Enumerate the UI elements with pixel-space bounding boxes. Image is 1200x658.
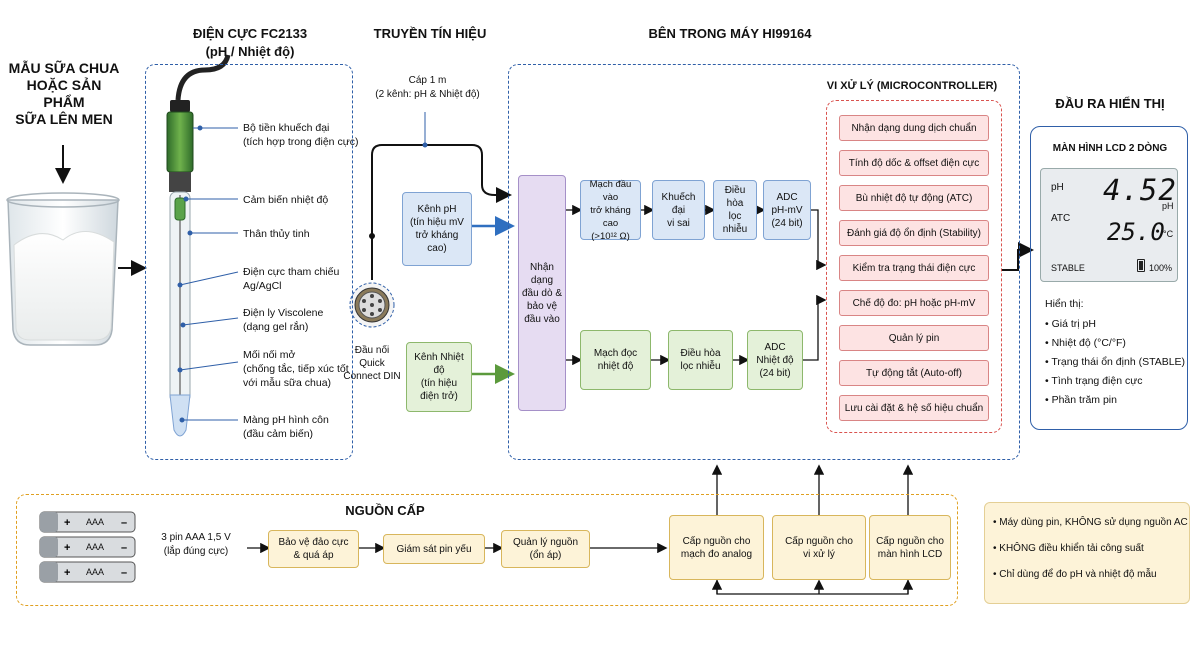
note-item-battery: • Máy dùng pin, KHÔNG sử dụng nguồn AC — [993, 517, 1188, 528]
battery-label-3: AAA — [86, 567, 105, 577]
supply-mcu-box: Cấp nguồn cho vi xử lý — [772, 515, 866, 580]
lcd-battery-percent: 100% — [1149, 263, 1173, 273]
mcu-item-battery-mgmt: Quản lý pin — [839, 325, 989, 351]
ph-adc-box: ADC pH-mV (24 bit) — [763, 180, 811, 240]
din-connector-icon — [349, 282, 395, 328]
power-up-arrows — [711, 464, 914, 595]
display-item-battery-text: Phần trăm pin — [1051, 394, 1117, 406]
ph-input-circuit-box: Mạch đầu vào trở kháng cao (>10¹² Ω) — [580, 179, 641, 242]
electrode-label-preamp: Bộ tiền khuếch đại (tích hợp trong điện … — [243, 122, 359, 148]
lcd-stable-label: STABLE — [1051, 263, 1085, 273]
mcu-item-electrode-check: Kiểm tra trạng thái điện cực — [839, 255, 989, 281]
mcu-item-stability: Đánh giá độ ổn định (Stability) — [839, 220, 989, 246]
display-item-stable: • Trạng thái ổn định (STABLE) — [1045, 356, 1186, 368]
power-section-frame — [16, 494, 958, 606]
lcd-screen: pH 4.52 pH ATC 25.0 °C STABLE 100% — [1040, 168, 1178, 282]
svg-text:–: – — [121, 567, 127, 579]
lcd-ph-unit: pH — [1162, 201, 1174, 211]
lcd-ph-label: pH — [1051, 182, 1064, 193]
aaa-battery-pack-image: + – + – + – — [39, 511, 136, 583]
lcd-atc-label: ATC — [1051, 213, 1071, 224]
yogurt-beaker-image — [6, 192, 120, 346]
lcd-temp-unit: °C — [1163, 229, 1174, 239]
cable-line — [369, 112, 512, 280]
electrode-leader-lines — [177, 125, 239, 423]
note-item-no-load-text: KHÔNG điều khiển tải công suất — [999, 543, 1144, 554]
svg-text:+: + — [64, 567, 70, 579]
note-item-purpose: • Chỉ dùng để đo pH và nhiệt độ mẫu — [993, 569, 1157, 580]
display-item-temp: • Nhiệt độ (°C/°F) — [1045, 337, 1126, 349]
ph-filter-box: Điều hòa lọc nhiễu — [713, 180, 757, 240]
note-item-no-load: • KHÔNG điều khiển tải công suất — [993, 543, 1144, 554]
battery-label-1: AAA — [86, 517, 105, 527]
power-management-box: Quản lý nguồn (ổn áp) — [501, 530, 590, 568]
mcu-frame — [826, 100, 1002, 433]
display-item-temp-text: Nhiệt độ (°C/°F) — [1051, 337, 1126, 349]
temp-read-circuit-box: Mạch đọc nhiệt độ — [580, 330, 651, 390]
signal-title: TRUYỀN TÍN HIỆU — [373, 26, 487, 41]
svg-text:+: + — [64, 517, 70, 529]
probe-recognition-box: Nhận dạng đầu dò & bảo vệ đầu vào — [518, 175, 566, 411]
electrode-label-glass-body: Thân thủy tinh — [243, 228, 310, 240]
power-title: NGUỒN CẤP — [345, 503, 425, 518]
din-connector-label: Đầu nối Quick Connect DIN — [343, 345, 401, 382]
mcu-item-measure-mode: Chế độ đo: pH hoặc pH-mV — [839, 290, 989, 316]
svg-text:–: – — [121, 542, 127, 554]
lcd-title: MÀN HÌNH LCD 2 DÒNG — [1052, 143, 1168, 154]
battery-fill — [1139, 261, 1143, 270]
temp-filter-box: Điều hòa lọc nhiễu — [668, 330, 733, 390]
meter-title: BÊN TRONG MÁY HI99164 — [648, 26, 812, 41]
lcd-temp-value: 25.0 — [1107, 218, 1165, 246]
electrode-label-temp-sensor: Cảm biến nhiệt độ — [243, 194, 329, 206]
electrode-label-electrolyte: Điện ly Viscolene (dạng gel rắn) — [243, 307, 324, 333]
temp-adc-box: ADC Nhiệt độ (24 bit) — [747, 330, 803, 390]
electrode-probe-image — [166, 54, 231, 437]
temp-channel-box: Kênh Nhiệt độ (tín hiệu điện trở) — [406, 342, 472, 412]
display-item-ph: • Giá trị pH — [1045, 318, 1096, 330]
mcu-item-auto-off: Tự động tắt (Auto-off) — [839, 360, 989, 386]
ph-diff-amp-box: Khuếch đại vi sai — [652, 180, 705, 240]
meter-section-frame — [508, 64, 1020, 460]
battery-icon — [1137, 259, 1145, 272]
electrode-title: ĐIỆN CỰC FC2133 — [192, 26, 308, 41]
display-item-ph-text: Giá trị pH — [1051, 318, 1096, 330]
ph-adc-to-mcu-arrow — [811, 209, 827, 271]
supply-lcd-box: Cấp nguồn cho màn hình LCD — [869, 515, 951, 580]
low-battery-monitor-box: Giám sát pin yếu — [383, 534, 485, 564]
supply-analog-box: Cấp nguồn cho mạch đo analog — [669, 515, 764, 580]
reverse-protection-box: Bảo vệ đảo cực & quá áp — [268, 530, 359, 568]
temp-adc-to-mcu-arrow — [803, 294, 827, 361]
note-item-purpose-text: Chỉ dùng để đo pH và nhiệt độ mẫu — [999, 569, 1157, 580]
electrode-subtitle: (pH / Nhiệt độ) — [205, 44, 295, 59]
display-list-title: Hiển thị: — [1045, 298, 1084, 310]
mcu-item-buffer-recognition: Nhận dạng dung dịch chuẩn — [839, 115, 989, 141]
electrode-section-frame — [145, 64, 353, 460]
svg-text:+: + — [64, 542, 70, 554]
battery-description: 3 pin AAA 1,5 V (lắp đúng cực) — [161, 532, 231, 557]
output-title: ĐẦU RA HIỂN THỊ — [1055, 96, 1165, 111]
electrode-label-junction: Mối nối mở (chống tắc, tiếp xúc tốt với … — [243, 349, 349, 389]
ph-channel-box: Kênh pH (tín hiệu mV trở kháng cao) — [402, 192, 472, 266]
cable-label: Cáp 1 m (2 kênh: pH & Nhiệt độ) — [375, 75, 480, 100]
battery-label-2: AAA — [86, 542, 105, 552]
display-item-electrode: • Tình trạng điện cực — [1045, 375, 1143, 387]
lcd-ph-value: 4.52 — [1103, 173, 1177, 207]
mcu-to-lcd-arrow — [1002, 242, 1034, 271]
notes-box: • Máy dùng pin, KHÔNG sử dụng nguồn AC •… — [984, 502, 1190, 604]
display-item-stable-text: Trạng thái ổn định (STABLE) — [1051, 356, 1186, 368]
sample-title: MẪU SỮA CHUA HOẶC SẢN PHẨM SỮA LÊN MEN — [8, 60, 120, 127]
electrode-label-reference: Điện cực tham chiếu Ag/AgCl — [243, 266, 340, 292]
electrode-label-membrane: Màng pH hình côn (đầu cảm biến) — [243, 414, 329, 440]
display-item-electrode-text: Tình trạng điện cực — [1051, 375, 1143, 387]
display-item-battery: • Phần trăm pin — [1045, 394, 1117, 406]
note-item-battery-text: Máy dùng pin, KHÔNG sử dụng nguồn AC — [999, 517, 1188, 528]
svg-text:–: – — [121, 517, 127, 529]
mcu-item-slope-offset: Tính độ dốc & offset điện cực — [839, 150, 989, 176]
mcu-item-save-calibration: Lưu cài đặt & hệ số hiệu chuẩn — [839, 395, 989, 421]
mcu-title: VI XỬ LÝ (MICROCONTROLLER) — [826, 80, 998, 92]
mcu-item-atc: Bù nhiệt độ tự động (ATC) — [839, 185, 989, 211]
output-section-frame — [1030, 126, 1188, 430]
